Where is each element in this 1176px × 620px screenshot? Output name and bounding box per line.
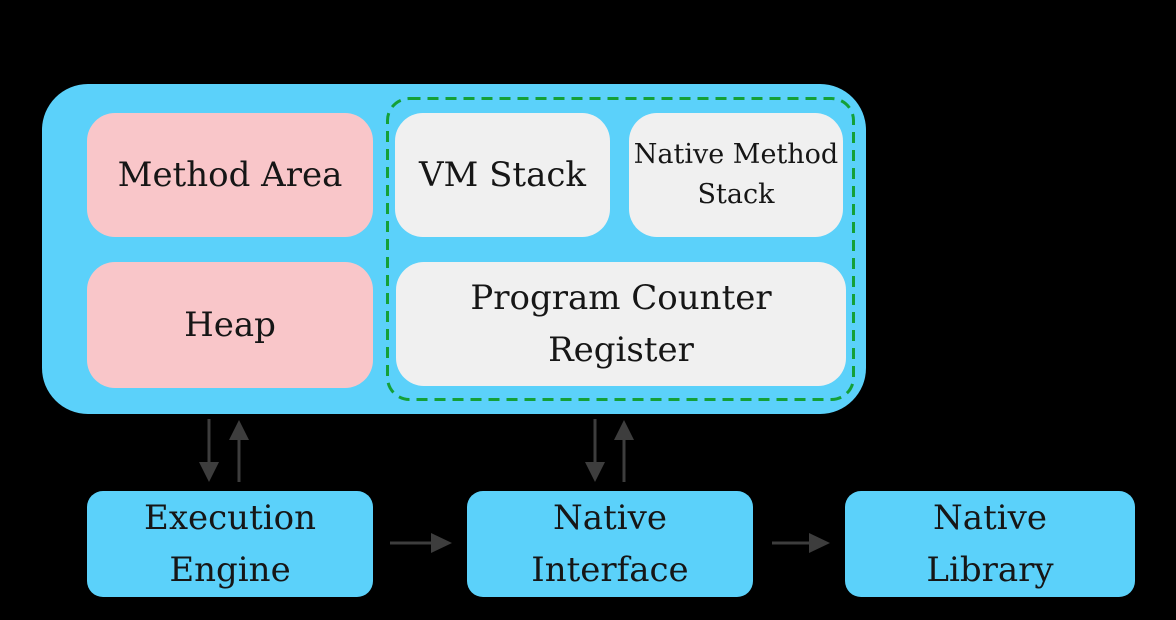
native-interface-label-line1: Native [553,498,667,538]
arrow-runtime-to-native-interface-down-icon [585,419,605,482]
native-method-stack-label-line1: Native Method [633,139,839,170]
heap-label: Heap [184,305,276,345]
pc-register-label-line1: Program Counter [470,278,772,318]
method-area-label: Method Area [117,155,343,195]
box-vm-stack: VM Stack [395,113,610,237]
box-native-method-stack: Native Method Stack [629,113,843,237]
box-execution-engine: Execution Engine [87,491,373,597]
arrow-execution-engine-to-runtime-up-icon [229,420,249,482]
native-interface-label-line2: Interface [531,550,689,590]
native-method-stack-label-line2: Stack [697,179,775,210]
native-library-label-line2: Library [926,550,1054,590]
arrow-execution-engine-to-native-interface-icon [390,533,452,553]
box-native-library: Native Library [845,491,1135,597]
arrow-native-interface-to-runtime-up-icon [614,420,634,482]
arrow-native-interface-to-native-library-icon [772,533,830,553]
box-native-interface: Native Interface [467,491,753,597]
vm-stack-label: VM Stack [418,155,587,195]
arrow-runtime-to-execution-engine-down-icon [199,419,219,482]
execution-engine-label-line2: Engine [169,550,291,590]
execution-engine-label-line1: Execution [144,498,316,538]
box-method-area: Method Area [87,113,373,237]
pc-register-label-line2: Register [548,330,694,370]
box-heap: Heap [87,262,373,388]
native-library-label-line1: Native [933,498,1047,538]
runtime-data-area: Method Area Heap VM Stack Native Method … [42,84,866,414]
box-program-counter-register: Program Counter Register [396,262,846,386]
